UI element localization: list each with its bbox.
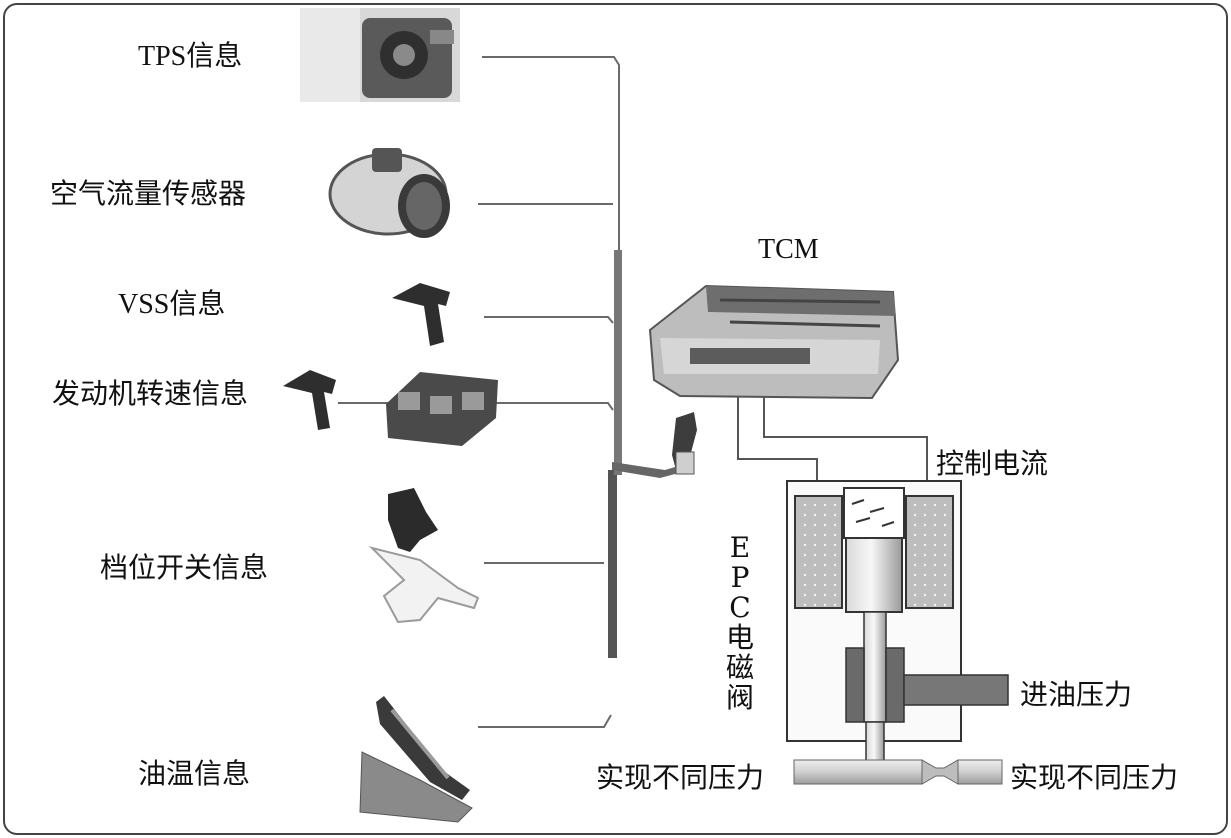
epc-valve-label: EPC电磁阀: [725, 531, 754, 714]
maf-label: 空气流量传感器: [50, 177, 247, 210]
plunger: [845, 537, 903, 613]
harness-trunk: [608, 250, 697, 658]
wire-tcm-epc-left: [737, 370, 818, 496]
outlet-pipe-neck: [921, 759, 959, 785]
outlet-pipe-right: [957, 759, 1003, 785]
tcm-output-wires: [737, 370, 928, 496]
epc-solenoid-valve: [786, 480, 1009, 785]
oil-temp-label: 油温信息: [138, 757, 251, 790]
tps-image: [300, 8, 460, 102]
transmission-module-image: [386, 372, 498, 446]
gear-switch-image: [368, 488, 480, 624]
valve-stem: [863, 611, 887, 723]
rpm-label: 发动机转速信息: [52, 377, 249, 410]
inlet-pressure-label: 进油压力: [1020, 678, 1133, 711]
coil-left: [794, 495, 843, 609]
coil-right: [905, 495, 954, 609]
vss-sensor-image: [392, 283, 450, 346]
wire-tcm-epc-right: [763, 370, 928, 496]
control-current-label: 控制电流: [936, 447, 1049, 480]
gear-switch-label: 档位开关信息: [100, 551, 269, 584]
tcm-label: TCM: [758, 234, 819, 265]
rpm-sensor-image: [283, 370, 336, 430]
wire-oil-temp: [478, 714, 612, 728]
valve-body: [845, 647, 905, 723]
wire-tps: [482, 56, 620, 470]
armature-chamber: [843, 487, 905, 539]
oil-temp-sensor-image: [359, 696, 473, 823]
tcm-module-image: [648, 284, 900, 400]
outlet-tube: [865, 721, 885, 763]
inlet-port: [903, 674, 1009, 706]
outlet-pressure-label-left: 实现不同压力: [596, 761, 765, 794]
maf-sensor-image: [328, 148, 450, 238]
outlet-pressure-label-right: 实现不同压力: [1010, 761, 1179, 794]
wire-vss: [484, 316, 614, 324]
tps-label: TPS信息: [138, 41, 243, 72]
outlet-pipe-left: [793, 759, 923, 785]
vss-label: VSS信息: [118, 289, 226, 320]
